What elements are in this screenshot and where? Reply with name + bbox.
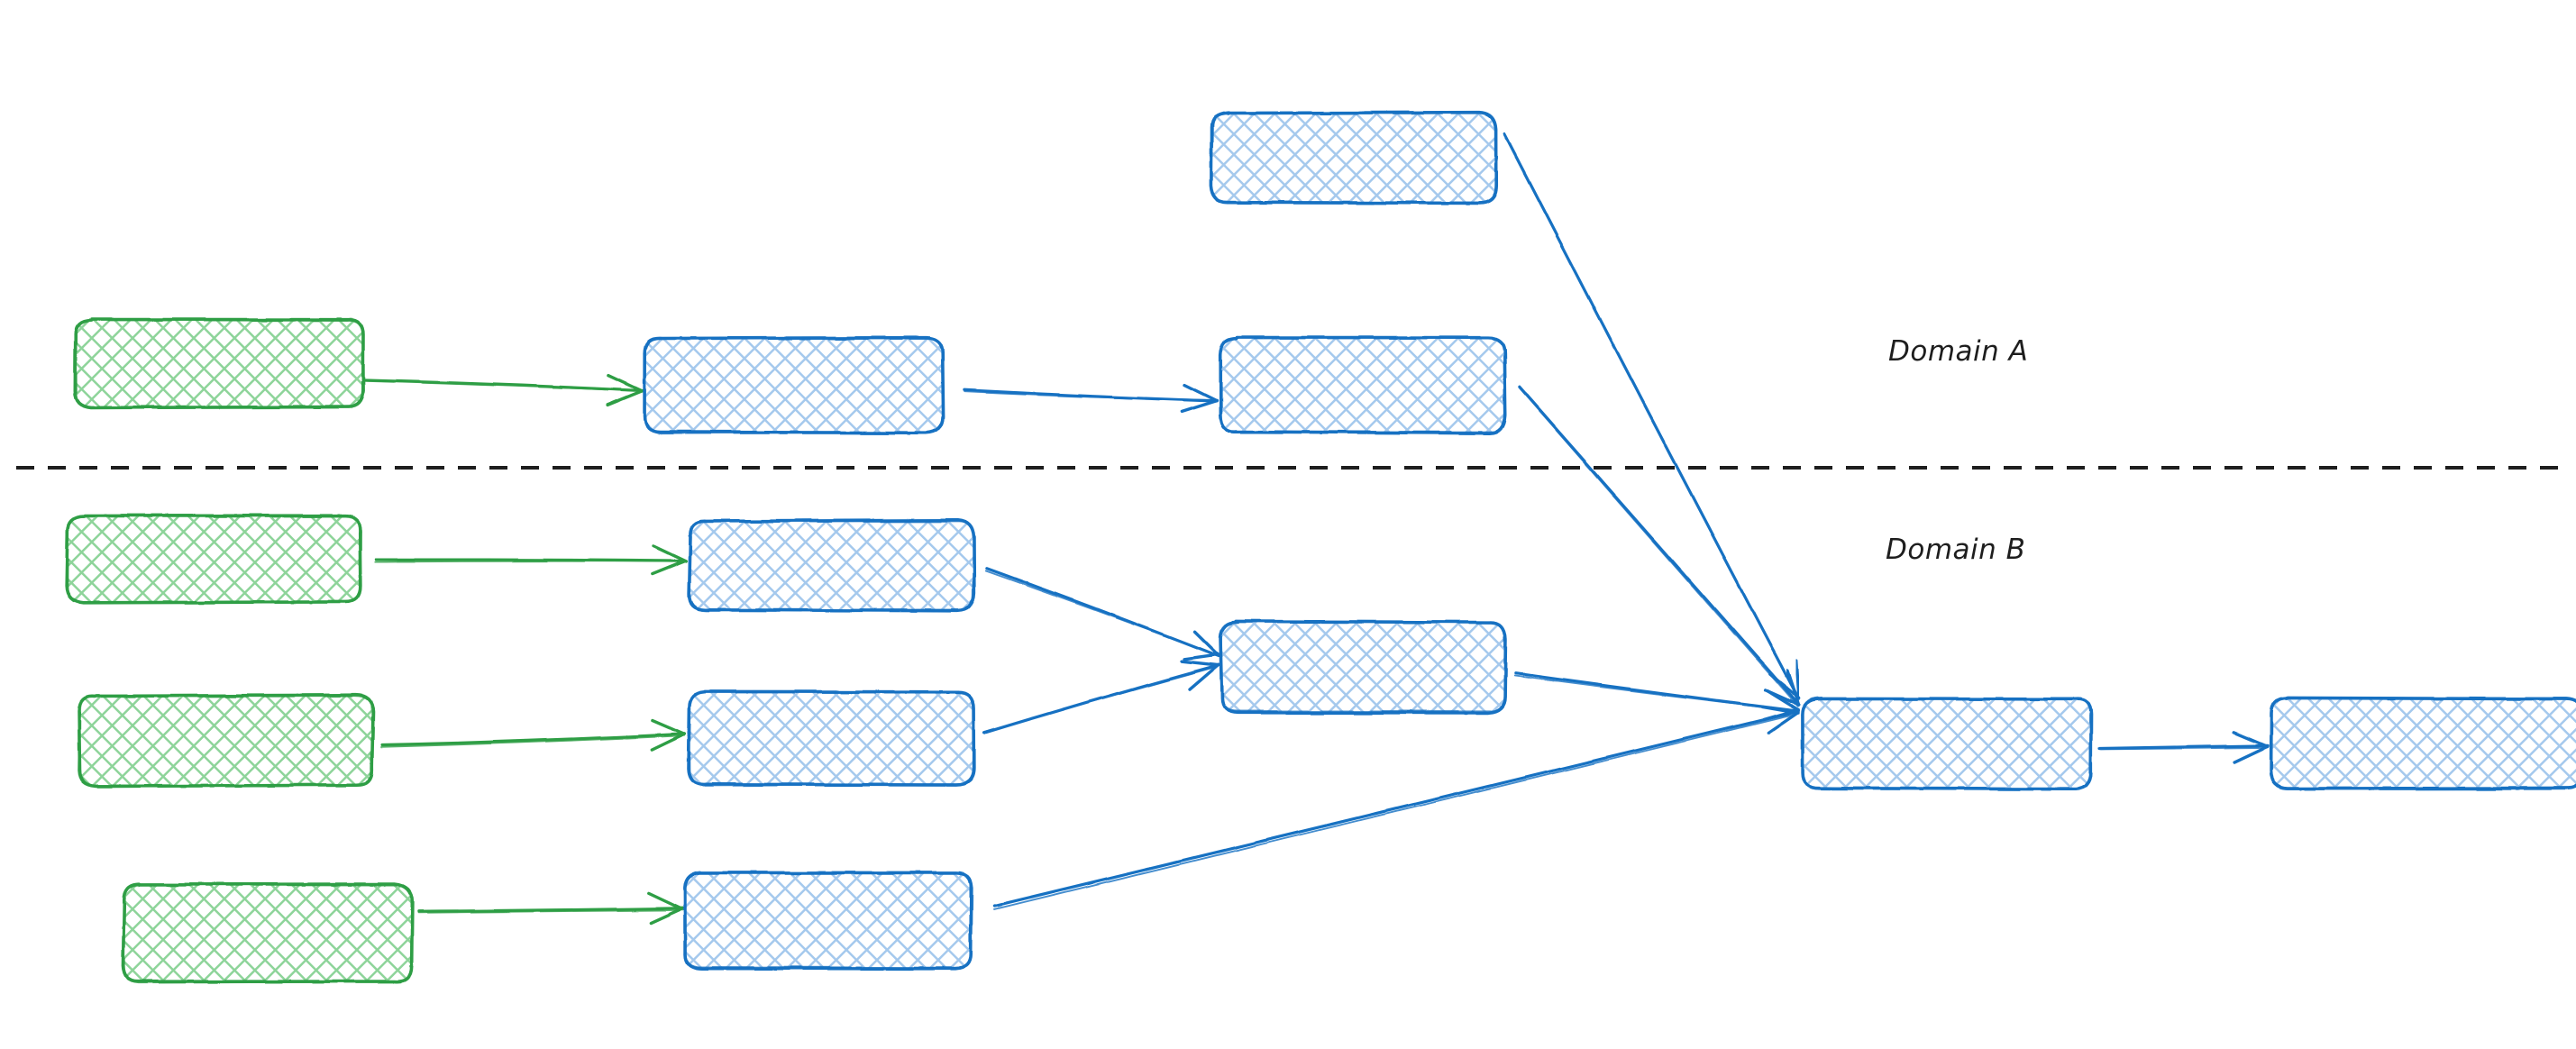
edge-arrowhead bbox=[1180, 659, 1220, 667]
edge-shaft bbox=[374, 560, 687, 563]
edge-e-a-src1-proc1 bbox=[364, 374, 644, 407]
edge-arrowhead bbox=[607, 374, 644, 393]
node-outline bbox=[688, 520, 975, 612]
node-fill bbox=[685, 872, 972, 968]
node-fill bbox=[76, 320, 363, 407]
node-outline bbox=[66, 515, 362, 604]
edge-e-b-src3-proc3 bbox=[417, 891, 684, 925]
node-outline bbox=[1220, 620, 1507, 713]
node-outline bbox=[688, 690, 975, 787]
node-outline bbox=[2270, 697, 2576, 790]
edge-shaft bbox=[379, 732, 686, 747]
node-fill bbox=[690, 692, 973, 785]
node-outline bbox=[1210, 111, 1498, 204]
domain-labels: Domain A Domain B bbox=[1886, 335, 2028, 566]
edge-shaft bbox=[379, 734, 686, 748]
edge-e-b-src2-proc2 bbox=[379, 718, 686, 752]
node-fill bbox=[1803, 698, 2091, 789]
edge-arrowhead bbox=[652, 544, 688, 563]
node-outline bbox=[1801, 697, 2093, 790]
edge-arrowhead bbox=[649, 907, 684, 925]
edge-arrowhead bbox=[1795, 659, 1801, 700]
edge-arrowhead bbox=[1188, 663, 1220, 691]
node-outline bbox=[78, 695, 374, 787]
edge-arrowhead bbox=[1183, 652, 1220, 661]
edge-arrowhead bbox=[1767, 710, 1800, 735]
edge-arrowhead bbox=[2232, 731, 2269, 749]
edge-arrowhead bbox=[1762, 707, 1800, 722]
edge-e-a-proc1-proc2 bbox=[963, 383, 1219, 414]
domain-b-label: Domain B bbox=[1886, 534, 2025, 566]
edge-arrowhead bbox=[1766, 689, 1800, 712]
edge-e-b-src1-proc1 bbox=[374, 544, 688, 576]
node-b-proc-3[interactable] bbox=[683, 870, 973, 971]
edge-arrowhead bbox=[1183, 383, 1219, 403]
node-b-source-3[interactable] bbox=[121, 882, 415, 984]
edge-shaft bbox=[2099, 746, 2268, 751]
edge-shaft bbox=[417, 908, 684, 914]
node-fill bbox=[1221, 338, 1505, 433]
edge-arrowhead bbox=[650, 560, 686, 576]
node-outline bbox=[1219, 336, 1507, 433]
node-a-top[interactable] bbox=[1210, 110, 1499, 205]
node-fill bbox=[79, 696, 372, 786]
node-outline bbox=[683, 870, 973, 969]
edge-arrowhead bbox=[605, 388, 644, 407]
edge-shaft bbox=[364, 379, 644, 392]
edge-arrowhead bbox=[651, 718, 686, 736]
node-a-proc-2[interactable] bbox=[1219, 335, 1507, 435]
edge-shaft bbox=[1518, 387, 1799, 707]
node-a-source-1[interactable] bbox=[73, 317, 365, 410]
node-b-proc-1[interactable] bbox=[687, 518, 976, 613]
edge-arrowhead bbox=[2232, 744, 2270, 764]
edge-shaft bbox=[2097, 743, 2270, 751]
node-outline bbox=[75, 318, 365, 409]
edge-e-b-merge2-sink bbox=[2097, 731, 2270, 764]
edge-shaft bbox=[1513, 675, 1800, 712]
edge-shaft bbox=[984, 570, 1219, 657]
node-b-source-1[interactable] bbox=[65, 514, 362, 605]
node-fill bbox=[690, 521, 973, 610]
nodes-layer bbox=[65, 110, 2576, 984]
edge-arrowhead bbox=[1786, 669, 1801, 707]
node-b-source-2[interactable] bbox=[77, 693, 375, 789]
node-a-proc-1[interactable] bbox=[643, 335, 945, 435]
node-fill bbox=[1212, 113, 1496, 203]
node-b-merge-1[interactable] bbox=[1219, 619, 1508, 715]
edge-shaft bbox=[982, 665, 1219, 734]
domain-a-label: Domain A bbox=[1888, 335, 2028, 368]
edge-arrowhead bbox=[1192, 630, 1220, 656]
edge-e-b-proc2-merge1 bbox=[982, 659, 1220, 734]
node-fill bbox=[123, 885, 412, 982]
edge-arrowhead bbox=[647, 891, 683, 911]
edge-e-b-merge1-merge2 bbox=[1513, 671, 1800, 722]
node-fill bbox=[1221, 622, 1505, 712]
edge-e-a-top-merge bbox=[1503, 132, 1801, 701]
node-b-sink[interactable] bbox=[2269, 696, 2576, 790]
node-b-merge-2[interactable] bbox=[1801, 697, 2093, 791]
node-fill bbox=[644, 338, 943, 433]
node-outline bbox=[123, 883, 413, 984]
node-fill bbox=[68, 516, 361, 602]
edge-shaft bbox=[1504, 137, 1800, 701]
edge-shaft bbox=[993, 712, 1800, 910]
edges-layer bbox=[364, 132, 2270, 925]
node-b-proc-2[interactable] bbox=[687, 689, 976, 787]
edge-shaft bbox=[417, 907, 684, 913]
edge-arrowhead bbox=[1180, 398, 1219, 414]
edge-e-b-proc1-merge1 bbox=[984, 567, 1221, 661]
node-fill bbox=[2271, 698, 2576, 789]
node-outline bbox=[644, 337, 945, 435]
edge-arrowhead bbox=[650, 732, 686, 752]
edge-shaft bbox=[964, 390, 1219, 401]
edge-e-b-proc3-merge2 bbox=[993, 705, 1800, 910]
edge-shaft bbox=[993, 709, 1799, 908]
